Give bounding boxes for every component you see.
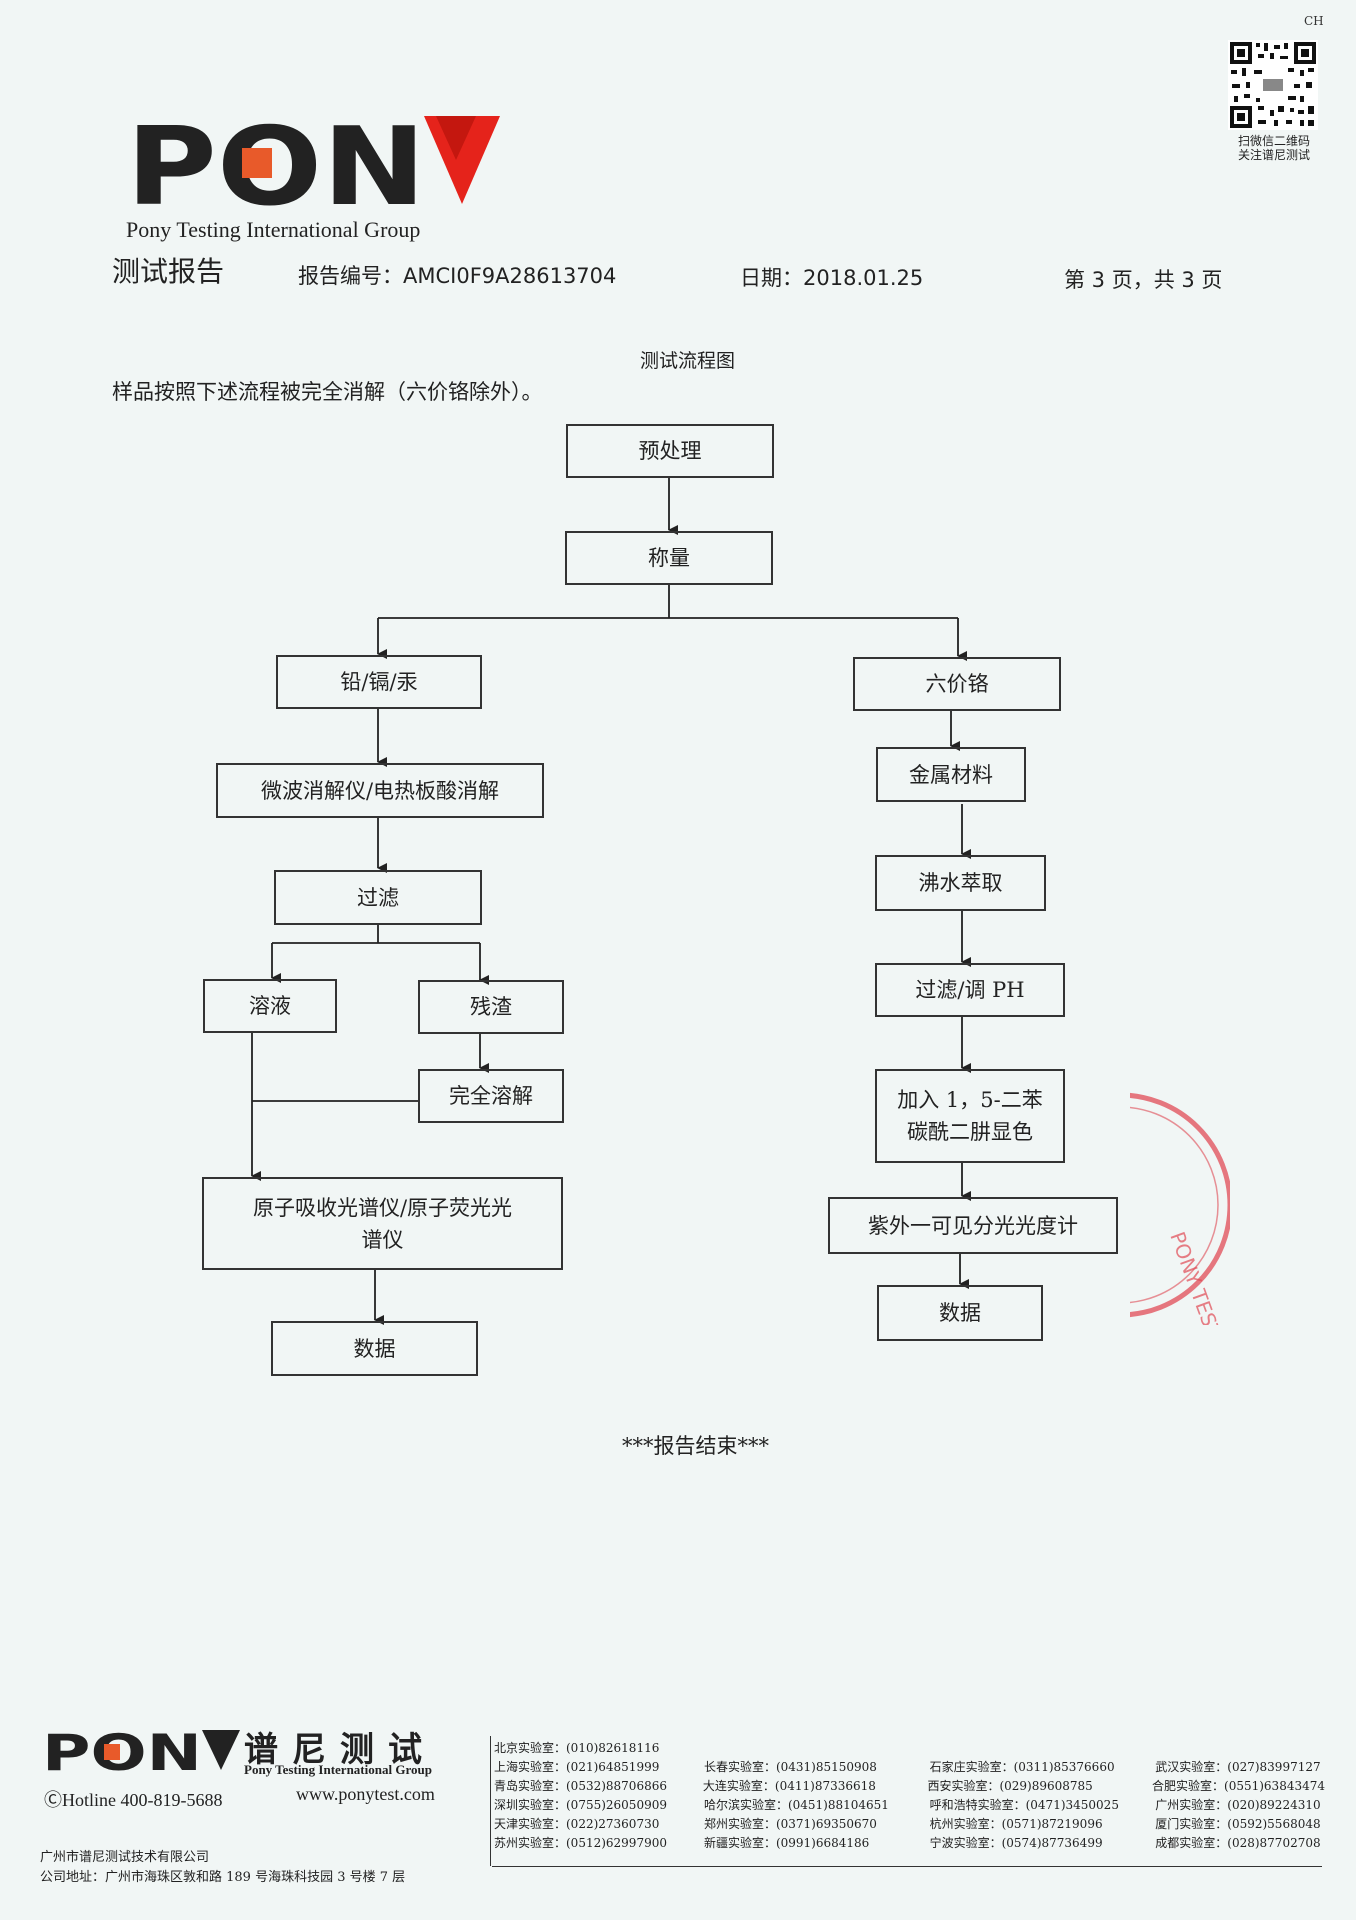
node-solution: 溶液 (203, 979, 337, 1033)
footer-divider-bottom (492, 1866, 1322, 1867)
footer-address: 公司地址：广州市海珠区敦和路 189 号海珠科技园 3 号楼 7 层 (40, 1870, 406, 1885)
footer-divider-vertical (490, 1736, 491, 1866)
node-filtration-ph: 过滤/调 PH (875, 963, 1065, 1017)
lab-row: 深圳实验室：(0755)26050909 哈尔滨实验室：(0451)881046… (494, 1798, 1321, 1812)
node-pretreatment: 预处理 (566, 424, 774, 478)
footer-company: 广州市谱尼测试技术有限公司 (40, 1850, 210, 1865)
qr-code-icon (1228, 40, 1318, 130)
document-title: 测试报告 (112, 255, 225, 288)
node-aas-afs: 原子吸收光谱仪/原子荧光光 谱仪 (202, 1177, 563, 1270)
footer-hotline: ⒸHotline 400-819-5688 (44, 1790, 223, 1810)
logo-group-name: Pony Testing International Group (126, 217, 421, 242)
lab-row: 天津实验室：(022)27360730 郑州实验室：(0371)69350670… (494, 1817, 1321, 1831)
report-number: 报告编号：AMCI0F9A28613704 (298, 264, 617, 288)
node-uv-vis-spectrophotometer: 紫外一可见分光光度计 (828, 1197, 1118, 1254)
svg-text:PON: PON (42, 1726, 202, 1774)
flowchart-title: 测试流程图 (640, 350, 736, 372)
node-microwave-digestion: 微波消解仪/电热板酸消解 (216, 763, 544, 818)
report-date: 日期：2018.01.25 (740, 266, 924, 290)
node-metal-material: 金属材料 (876, 747, 1026, 802)
footer-pony-logo: PON (42, 1726, 240, 1774)
pony-logo: PON (126, 112, 500, 212)
svg-text:PONY TEST: PONY TEST (1165, 1229, 1226, 1325)
node-boiling-water-extraction: 沸水萃取 (875, 855, 1046, 911)
lab-row: 苏州实验室：(0512)62997900 新疆实验室：(0991)6684186… (494, 1836, 1321, 1850)
flowchart-intro: 样品按照下述流程被完全消解（六价铬除外）。 (112, 380, 543, 404)
node-data-left: 数据 (271, 1321, 478, 1376)
lab-row: 北京实验室：(010)82618116 (494, 1741, 660, 1755)
node-hexavalent-chromium: 六价铬 (853, 657, 1061, 711)
node-data-right: 数据 (877, 1285, 1043, 1341)
corner-code: CH (1304, 14, 1324, 28)
node-filtration-left: 过滤 (274, 870, 482, 925)
footer-en-name: Pony Testing International Group (244, 1762, 432, 1777)
lab-contacts: 北京实验室：(010)82618116 上海实验室：(021)64851999 … (494, 1738, 1325, 1852)
qr-caption: 扫微信二维码 关注谱尼测试 (1237, 134, 1310, 162)
node-weighing: 称量 (565, 531, 773, 585)
lab-row: 上海实验室：(021)64851999 长春实验室：(0431)85150908… (494, 1760, 1321, 1774)
footer-website[interactable]: www.ponytest.com (296, 1784, 435, 1804)
lab-row: 青岛实验室：(0532)88706866 大连实验室：(0411)8733661… (494, 1779, 1325, 1793)
svg-text:PON: PON (126, 112, 426, 212)
node-add-reagent: 加入 1，5-二苯 碳酰二肼显色 (875, 1069, 1065, 1163)
footer-cn-name: 谱尼测试 (244, 1730, 436, 1770)
report-end-marker: ***报告结束*** (622, 1434, 769, 1458)
node-full-dissolution: 完全溶解 (418, 1069, 564, 1123)
company-seal-stamp: PONY TEST (1130, 1092, 1230, 1325)
page-info: 第 3 页，共 3 页 (1064, 268, 1223, 292)
node-residue: 残渣 (418, 980, 564, 1034)
node-pb-cd-hg: 铅/镉/汞 (276, 655, 482, 709)
